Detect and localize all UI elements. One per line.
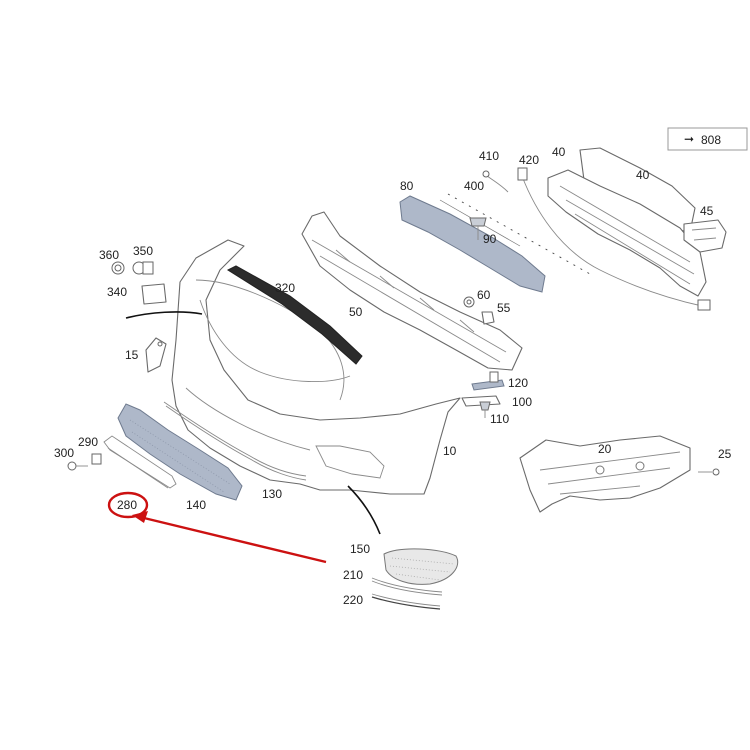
reference-number: 808: [701, 133, 721, 147]
part-220-trim[interactable]: [371, 593, 441, 610]
part-110-screw[interactable]: [479, 401, 491, 418]
part-120-bracket[interactable]: [471, 371, 505, 391]
reference-arrow: ➞: [684, 132, 694, 146]
part-210-trim[interactable]: [371, 577, 443, 596]
callout-350: 350: [133, 244, 153, 258]
callout-400: 400: [464, 179, 484, 193]
callout-340: 340: [107, 285, 127, 299]
part-10-bumper-cover[interactable]: [171, 239, 461, 495]
callout-220: 220: [343, 593, 363, 607]
callout-15: 15: [125, 348, 139, 362]
callout-120: 120: [508, 376, 528, 390]
callout-40b: 40: [636, 168, 650, 182]
callout-90: 90: [483, 232, 497, 246]
part-290-clip[interactable]: [91, 453, 102, 465]
callout-410: 410: [479, 149, 499, 163]
callout-130: 130: [262, 487, 282, 501]
callout-20: 20: [598, 442, 612, 456]
part-20-side-bracket[interactable]: [519, 435, 691, 513]
callout-320: 320: [275, 281, 295, 295]
callout-360: 360: [99, 248, 119, 262]
part-130-lower-trim[interactable]: [163, 401, 307, 481]
part-300-screw[interactable]: [67, 461, 88, 471]
part-45-bracket[interactable]: [683, 219, 727, 253]
highlight-280: [107, 491, 327, 564]
part-90-bolt[interactable]: [469, 217, 487, 240]
reference-box[interactable]: ➞ 808: [667, 127, 748, 151]
callout-110: 110: [490, 412, 509, 426]
part-15-cover[interactable]: [145, 337, 167, 373]
part-420-cable[interactable]: [517, 167, 711, 311]
callout-280: 280: [117, 498, 137, 512]
part-360-ring[interactable]: [111, 261, 125, 275]
callout-40a: 40: [552, 145, 566, 159]
callout-140: 140: [186, 498, 206, 512]
callout-60: 60: [477, 288, 491, 302]
callout-420: 420: [519, 153, 539, 167]
callout-10: 10: [443, 444, 457, 458]
callout-55: 55: [497, 301, 511, 315]
part-280-plate-bracket[interactable]: [103, 435, 177, 489]
leader-pointers: [125, 311, 381, 535]
part-340-module[interactable]: [141, 283, 167, 305]
part-25-screw[interactable]: [698, 468, 720, 476]
part-40-absorber[interactable]: [547, 147, 707, 297]
callout-50: 50: [349, 305, 363, 319]
part-150-fog-grille[interactable]: [383, 548, 459, 585]
callout-labels: 10 15 20 25 40 40 45 50 55 60 80 90 100 …: [54, 145, 732, 607]
part-140-lower-grille[interactable]: [117, 403, 243, 501]
callout-100: 100: [512, 395, 532, 409]
part-60-clip[interactable]: [463, 296, 475, 308]
part-80-foam[interactable]: [399, 195, 546, 293]
part-50-crossmember[interactable]: [301, 211, 523, 371]
callout-25: 25: [718, 447, 732, 461]
part-350-sensor[interactable]: [132, 261, 154, 275]
callout-300: 300: [54, 446, 74, 460]
part-410-cable[interactable]: [482, 170, 509, 193]
callout-80: 80: [400, 179, 414, 193]
part-320-strip[interactable]: [226, 265, 363, 365]
part-55-nut[interactable]: [481, 311, 495, 325]
callout-210: 210: [343, 568, 363, 582]
part-100-bracket[interactable]: [461, 395, 501, 407]
callout-290: 290: [78, 435, 98, 449]
callout-150: 150: [350, 542, 370, 556]
callout-45: 45: [700, 204, 714, 218]
